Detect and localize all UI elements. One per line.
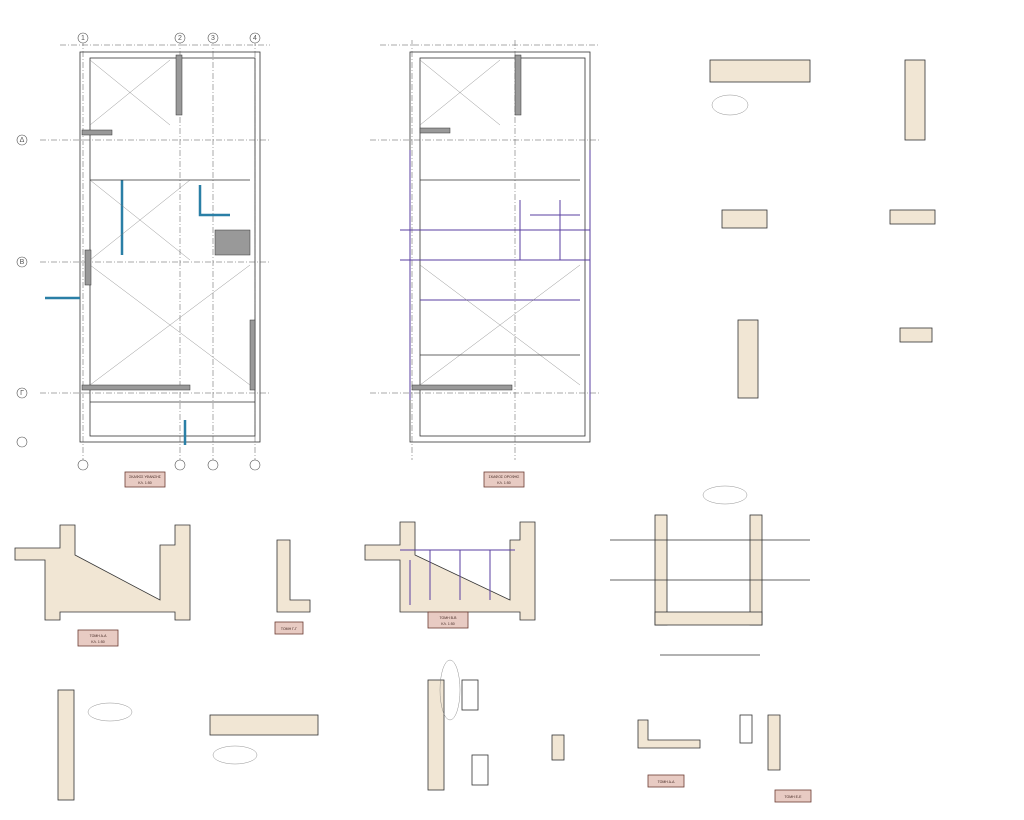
plan-title-left: ΣΚΑΦΟΣ ΥΦΑΝΣΗΣ ΚΛ. 1:50 — [124, 471, 166, 488]
grid-label: 4 — [253, 35, 257, 42]
svg-text:ΤΟΜΗ Δ-Δ: ΤΟΜΗ Δ-Δ — [658, 780, 676, 784]
plan-title-middle: ΣΚΑΦΟΣ ΟΡΟΦΗΣ ΚΛ. 1:50 — [483, 471, 525, 488]
grid-label: Δ — [20, 137, 25, 144]
grid-label: 1 — [81, 35, 85, 42]
svg-text:ΤΟΜΗ Α-Α: ΤΟΜΗ Α-Α — [90, 634, 108, 638]
grid-label: Β — [20, 259, 25, 266]
svg-text:ΚΛ. 1:50: ΚΛ. 1:50 — [441, 622, 454, 626]
svg-text:ΤΟΜΗ Ε-Ε: ΤΟΜΗ Ε-Ε — [784, 795, 802, 799]
section-gg: ΤΟΜΗ Γ-Γ — [274, 539, 311, 635]
section-bb: ΤΟΜΗ Β-Β ΚΛ. 1:50 — [364, 521, 536, 629]
section-aa: ΤΟΜΗ Α-Α ΚΛ. 1:50 — [14, 524, 191, 647]
svg-text:ΣΚΑΦΟΣ ΥΦΑΝΣΗΣ: ΣΚΑΦΟΣ ΥΦΑΝΣΗΣ — [129, 475, 162, 479]
reinforcement-details — [57, 59, 936, 801]
section-u-detail — [610, 485, 810, 656]
grid-label: 3 — [211, 35, 215, 42]
svg-text:ΚΛ. 1:50: ΚΛ. 1:50 — [91, 640, 104, 644]
svg-text:ΚΛ. 1:50: ΚΛ. 1:50 — [138, 481, 151, 485]
grid-label: Γ — [20, 390, 24, 397]
detail-titles: ΤΟΜΗ Δ-Δ ΤΟΜΗ Ε-Ε — [647, 774, 812, 803]
grid-labels: 1 2 3 4 Δ Β Γ — [16, 32, 261, 471]
svg-text:ΤΟΜΗ Γ-Γ: ΤΟΜΗ Γ-Γ — [281, 627, 297, 631]
svg-text:ΚΛ. 1:50: ΚΛ. 1:50 — [497, 481, 510, 485]
svg-text:ΤΟΜΗ Β-Β: ΤΟΜΗ Β-Β — [439, 616, 457, 620]
floor-plan-left — [40, 40, 270, 460]
grid-label: 2 — [178, 35, 182, 42]
svg-text:ΣΚΑΦΟΣ ΟΡΟΦΗΣ: ΣΚΑΦΟΣ ΟΡΟΦΗΣ — [489, 475, 520, 479]
floor-plan-middle — [370, 40, 600, 460]
